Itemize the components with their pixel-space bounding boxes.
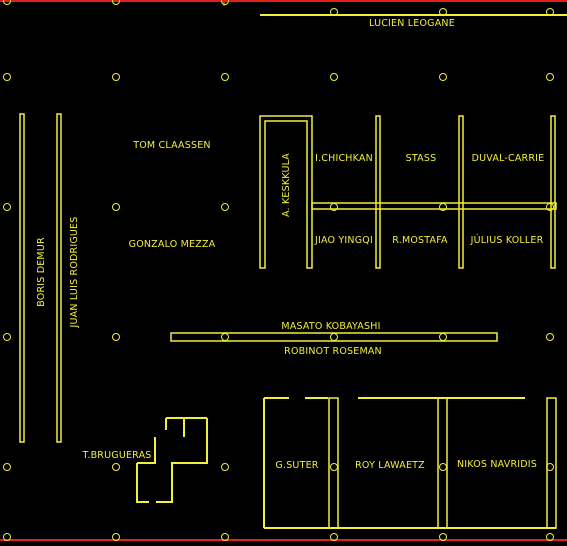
post [221, 463, 229, 471]
post [546, 8, 554, 16]
wall-lawaetz-navridis-divider [437, 397, 448, 529]
wall-t-brugueras [136, 417, 208, 503]
wall-navridis-right [546, 397, 557, 529]
label-a-keskkula: A. KESKKULA [281, 153, 292, 217]
wall-grid-divider-1 [375, 115, 381, 269]
post [3, 533, 11, 541]
post [330, 73, 338, 81]
label-nikos-navridis: NIKOS NAVRIDIS [457, 459, 537, 470]
post [439, 333, 447, 341]
label-g-suter: G.SUTER [275, 460, 318, 471]
post [3, 463, 11, 471]
post [330, 8, 338, 16]
label-i-chichkan: I.CHICHKAN [315, 153, 373, 164]
label-juan-luis-rodrigues: JUAN LUIS RODRIGUES [69, 217, 80, 329]
post [330, 463, 338, 471]
post [330, 533, 338, 541]
wall-suter-lawaetz-divider [328, 397, 339, 529]
post [546, 73, 554, 81]
label-t-brugueras: T.BRUGUERAS [81, 450, 151, 461]
wall-a-keskkula [259, 115, 313, 269]
wall-grid-divider-2 [458, 115, 464, 269]
post [112, 73, 120, 81]
label-gonzalo-mezza: GONZALO MEZZA [129, 239, 216, 250]
post [112, 463, 120, 471]
label-roy-lawaetz: ROY LAWAETZ [355, 460, 425, 471]
post [439, 533, 447, 541]
post [439, 73, 447, 81]
label-julius-koller: JÚLIUS KOLLER [470, 234, 544, 246]
post [3, 0, 11, 5]
post [546, 533, 554, 541]
post [221, 533, 229, 541]
post [221, 203, 229, 211]
post [439, 8, 447, 16]
post [330, 333, 338, 341]
post [112, 533, 120, 541]
post [3, 203, 11, 211]
structural-posts [3, 0, 554, 541]
post [112, 0, 120, 5]
wall-juan-luis-rodrigues [56, 113, 62, 443]
post [221, 73, 229, 81]
post [546, 203, 554, 211]
post [112, 333, 120, 341]
label-r-mostafa: R.MOSTAFA [392, 235, 448, 246]
bottom-rooms-walls [263, 397, 557, 529]
wall-grid-horizontal [311, 202, 557, 210]
artist-labels: LUCIEN LEOGANE TOM CLAASSEN GONZALO MEZZ… [36, 18, 544, 471]
label-duval-carrie: DUVAL-CARRIE [472, 153, 545, 164]
wall-boris-demur [19, 113, 25, 443]
post [439, 463, 447, 471]
post [112, 203, 120, 211]
post [546, 463, 554, 471]
post [221, 0, 229, 5]
post [3, 73, 11, 81]
label-masato-kobayashi: MASATO KOBAYASHI [281, 321, 380, 332]
label-jiao-yingqi: JIAO YINGQI [314, 235, 373, 246]
label-tom-claassen: TOM CLAASSEN [132, 140, 210, 151]
label-lucien-leogane: LUCIEN LEOGANE [369, 18, 455, 29]
post [3, 333, 11, 341]
post [439, 203, 447, 211]
post [221, 333, 229, 341]
booth-grid-walls [311, 115, 557, 269]
post [330, 203, 338, 211]
wall-grid-divider-3 [550, 115, 556, 269]
label-boris-demur: BORIS DEMUR [36, 237, 47, 307]
label-robinot-roseman: ROBINOT ROSEMAN [284, 346, 382, 357]
label-stass: STASS [406, 153, 437, 164]
post [546, 333, 554, 341]
